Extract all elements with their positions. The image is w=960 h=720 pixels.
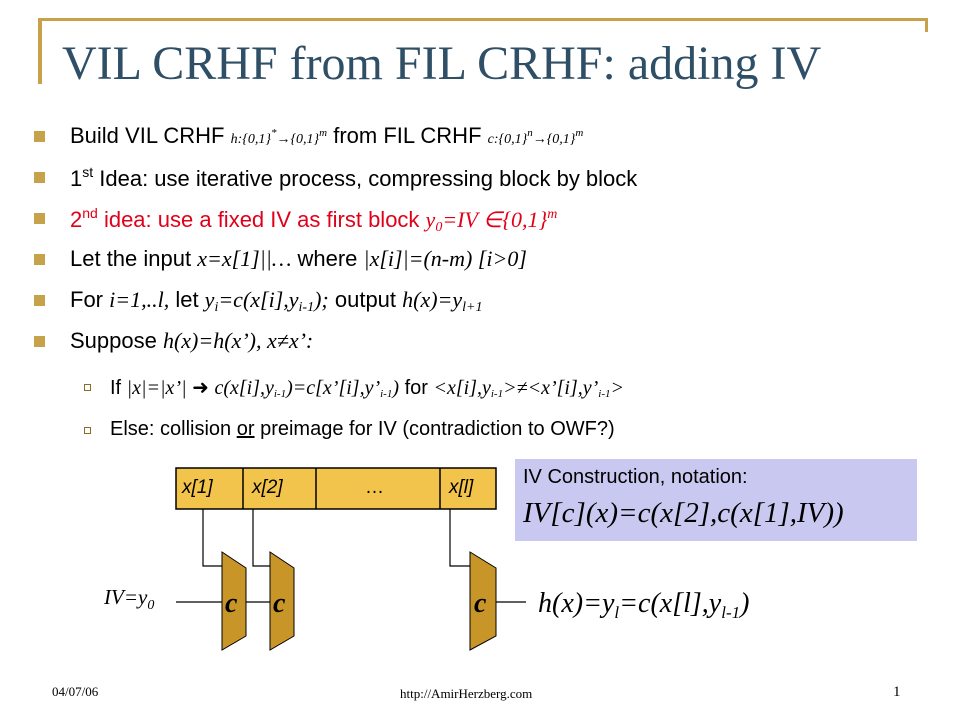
bullet-marker: [34, 254, 45, 265]
yi-y: y: [204, 287, 215, 312]
h-output: h(x)=y: [402, 287, 463, 312]
pair-right-sub: i-1: [598, 388, 611, 400]
notation-box: [515, 459, 917, 541]
bullet-2-num: 1: [70, 166, 83, 191]
iv-eq: =IV ∈{0,1}: [442, 207, 548, 232]
block-xl: x[l]: [448, 477, 474, 498]
sub-1-for: for: [399, 377, 434, 399]
compressor-cl: [469, 551, 497, 651]
output-label: h(x)=yl=c(x[l],yl-1): [538, 588, 749, 622]
input-def: x=x[1]||…: [197, 246, 292, 271]
y0-y: y: [425, 207, 436, 232]
bullet-2-text: Idea: use iterative process, compressing…: [93, 166, 638, 191]
c-signature: c:{0,1}: [487, 132, 528, 147]
h-range: →{0,1}: [276, 132, 320, 147]
c-n: n: [527, 127, 533, 139]
pair-right: >≠<x’[i],y’: [503, 377, 599, 399]
block-x1: x[1]: [181, 477, 213, 498]
y0-sub: 0: [435, 220, 443, 235]
sub-bullet-2: Else: collision or preimage for IV (cont…: [110, 418, 615, 441]
sub-bullet-marker: [84, 427, 91, 434]
input-blocks-bar: [175, 467, 497, 510]
h-star: *: [270, 127, 277, 139]
bullet-5-mid: let: [169, 287, 205, 312]
bullet-5-output: output: [328, 287, 403, 312]
compressor-c1: [221, 551, 247, 651]
bullet-6-text: Suppose: [70, 328, 163, 353]
c-m: m: [575, 127, 584, 139]
bullet-4: Let the input x=x[1]||… where |x[i]|=(n-…: [70, 246, 527, 272]
h-output-sub: l+1: [462, 300, 483, 315]
len-cond: |x|=|x’|: [126, 377, 187, 399]
sub-bullet-marker: [84, 384, 91, 391]
h-m: m: [319, 127, 328, 139]
bullet-marker: [34, 336, 45, 347]
yi-eq: =c(x[i],y: [218, 287, 299, 312]
iv-label: IV=y0: [103, 585, 154, 613]
sub-2-text: Else: collision: [110, 418, 237, 440]
pair-left-sub: i-1: [490, 388, 504, 400]
collision-cond: h(x)=h(x’), x≠x’:: [162, 328, 314, 353]
bullet-1: Build VIL CRHF h:{0,1}*→{0,1}m from FIL …: [70, 123, 583, 149]
footer-date: 04/07/06: [52, 684, 99, 699]
iv-m: m: [547, 207, 558, 222]
pair-left: <x[i],y: [433, 377, 491, 399]
bullet-1-mid: from FIL CRHF: [327, 123, 488, 148]
footer-url[interactable]: http://AmirHerzberg.com: [400, 686, 533, 701]
compressor-c2: [269, 551, 295, 651]
bullet-marker: [34, 172, 45, 183]
sub-2-post: preimage for IV (contradiction to OWF?): [254, 418, 615, 440]
frame-top-bar: [38, 18, 928, 21]
sub-bullet-1: If |x|=|x’| ➜ c(x[i],yi-1)=c[x’[i],y’i-1…: [110, 375, 624, 400]
eq-close: ): [392, 377, 400, 399]
block-length: |x[i]|=(n-m) [i>0]: [363, 246, 527, 271]
block-x2: x[2]: [251, 477, 283, 498]
wire-x2: [252, 509, 270, 567]
c-range: →{0,1}: [532, 132, 576, 147]
bullet-3-ord: nd: [82, 205, 98, 221]
wire-x1: [202, 509, 222, 567]
block-ellipsis: …: [365, 477, 384, 498]
eq-right: )=c[x’[i],y’: [286, 377, 381, 399]
page-number: 1: [893, 684, 901, 700]
bullet-3-text: idea: use a fixed IV as first block: [97, 207, 426, 232]
bullet-3: 2nd idea: use a fixed IV as first block …: [70, 205, 557, 236]
bullet-marker: [34, 131, 45, 142]
sub-1-text: If: [110, 377, 127, 399]
cl-label: c: [474, 588, 487, 619]
wire-xl: [449, 509, 470, 567]
eq-left-sub: i-1: [273, 388, 287, 400]
eq-right-sub: i-1: [380, 388, 393, 400]
bullet-5-text: For: [70, 287, 110, 312]
h-signature: h:{0,1}: [230, 132, 271, 147]
index-range: i=1,..l,: [109, 287, 170, 312]
c1-label: c: [225, 588, 238, 619]
eq-left: c(x[i],y: [214, 377, 274, 399]
arrow-icon: ➜: [186, 377, 215, 399]
c2-label: c: [273, 588, 286, 619]
sub-2-or: or: [236, 418, 255, 440]
pair-close: >: [610, 377, 625, 399]
bullet-1-text: Build VIL CRHF: [70, 123, 231, 148]
bullet-4-text: Let the input: [70, 246, 198, 271]
bullet-2: 1st Idea: use iterative process, compres…: [70, 164, 637, 192]
bullet-marker: [34, 295, 45, 306]
bullet-3-num: 2: [70, 207, 83, 232]
frame-right-tick: [925, 18, 928, 32]
slide-title: VIL CRHF from FIL CRHF: adding IV: [62, 37, 822, 90]
notation-formula: IV[c](x)=c(x[2],c(x[1],IV)): [523, 497, 844, 529]
bullet-2-ord: st: [82, 164, 94, 180]
bullet-5: For i=1,..l, let yi=c(x[i],yi-1); output…: [70, 287, 483, 316]
yi-sub: i: [214, 300, 219, 315]
frame-left-bar: [38, 18, 42, 84]
yi-prev-sub: i-1: [298, 300, 315, 315]
bullet-marker: [34, 213, 45, 224]
bullet-6: Suppose h(x)=h(x’), x≠x’:: [70, 328, 313, 354]
notation-heading: IV Construction, notation:: [523, 466, 748, 488]
yi-close: );: [314, 287, 329, 312]
bullet-4-mid: where: [291, 246, 364, 271]
